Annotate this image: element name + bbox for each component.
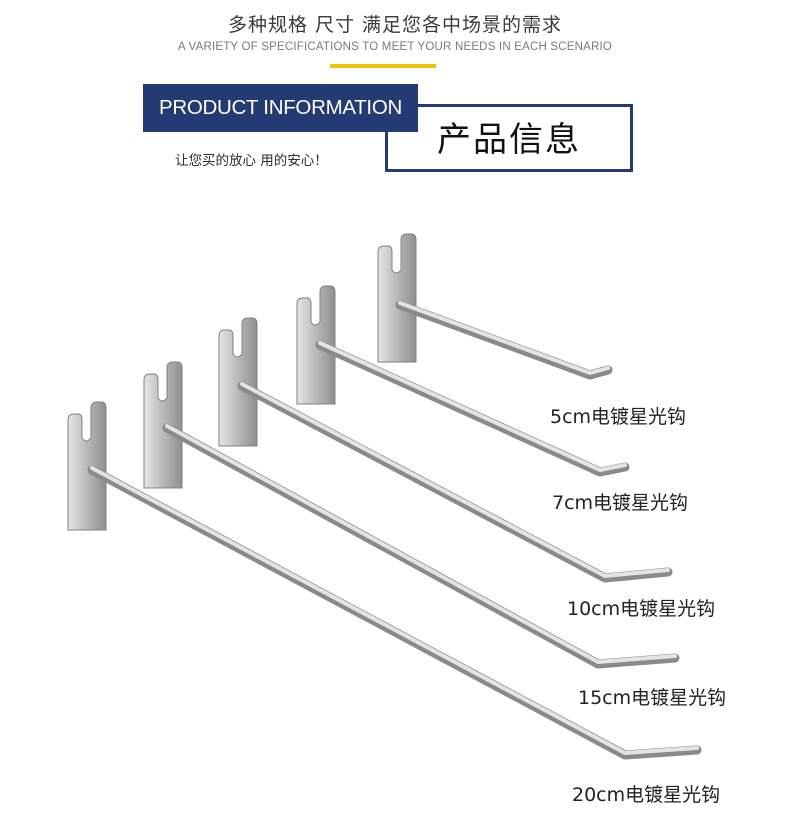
header-subtitle: A VARIETY OF SPECIFICATIONS TO MEET YOUR… [177, 41, 613, 53]
hook-20cm [67, 401, 702, 760]
section-label-cn: 产品信息 [437, 120, 581, 160]
label-frame [385, 104, 633, 172]
header-title: 多种规格 尺寸 满足您各中场景的需求 [227, 14, 563, 36]
hook-15cm [143, 361, 680, 669]
hook-5cm [377, 233, 613, 380]
hook-7cm [296, 285, 630, 477]
hook-10cm [218, 317, 673, 583]
slogan-text: 让您买的放心 用的安心！ [175, 153, 328, 169]
accent-bar [330, 64, 436, 68]
hook-label-20cm: 20cm电镀星光钩 [572, 784, 721, 806]
hook-label-15cm: 15cm电镀星光钩 [578, 687, 727, 709]
hook-label-5cm: 5cm电镀星光钩 [550, 406, 687, 428]
hook-label-10cm: 10cm电镀星光钩 [567, 598, 716, 620]
hook-label-7cm: 7cm电镀星光钩 [552, 492, 689, 514]
product-info-banner: PRODUCT INFORMATION [143, 84, 418, 132]
